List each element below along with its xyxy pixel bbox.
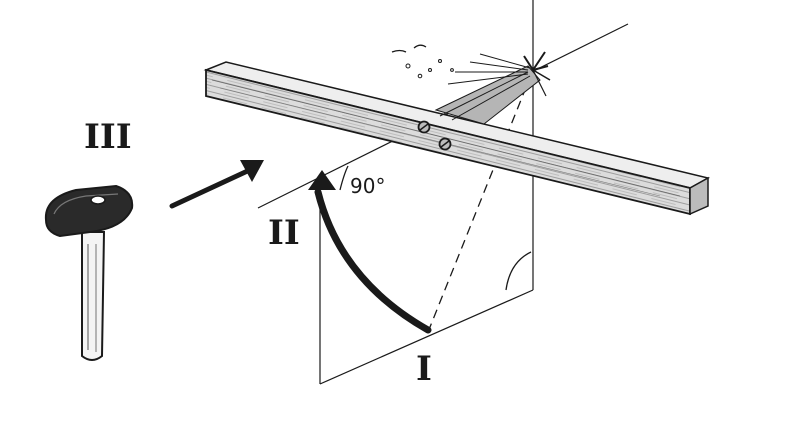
swing-arrow (308, 170, 432, 334)
construction-lines (257, 0, 629, 385)
angle-arc (339, 165, 349, 191)
motion-arrow (169, 160, 264, 209)
plane-bottom-edge (319, 289, 534, 385)
dashed-radius-line (427, 69, 534, 333)
right-angle-mark (505, 251, 532, 291)
label-position-three: III (84, 117, 132, 157)
impact-burst (391, 44, 551, 125)
label-position-two: II (268, 213, 300, 253)
angle-label: 90° (350, 174, 385, 198)
hammer-icon (44, 184, 134, 361)
label-position-one: I (416, 349, 432, 389)
wooden-beam (203, 61, 711, 216)
